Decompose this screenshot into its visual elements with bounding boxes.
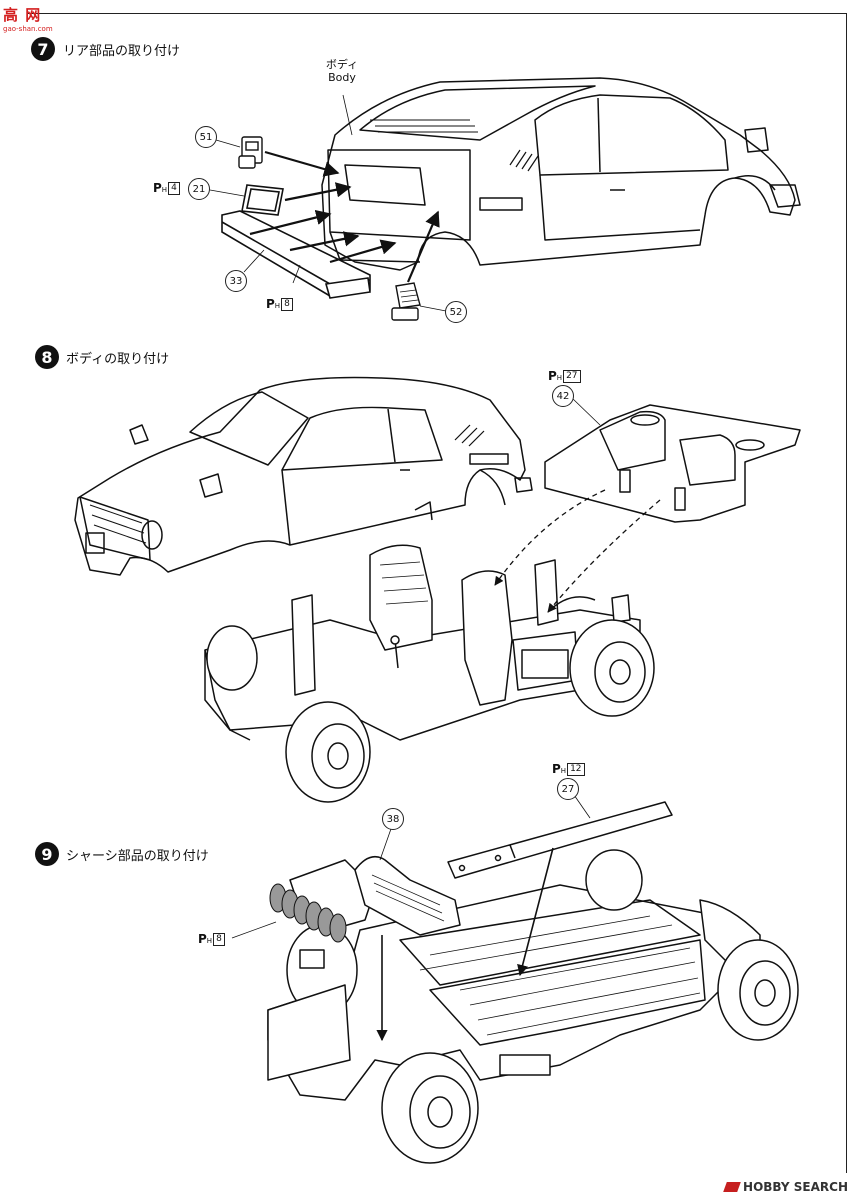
step7-arrows bbox=[249, 150, 440, 283]
brand-text: HOBBY SEARCH bbox=[743, 1180, 848, 1194]
part-number-51: 51 bbox=[195, 126, 217, 148]
step9-arrows bbox=[376, 847, 554, 1042]
step9-title: シャーシ部品の取り付け bbox=[66, 849, 209, 864]
watermark-subtext: gao-shan.com bbox=[3, 25, 53, 33]
brand-mark-icon bbox=[723, 1182, 741, 1192]
part-number-33: 33 bbox=[225, 270, 247, 292]
body-label-en: Body bbox=[328, 71, 356, 84]
part52-tail-lamp bbox=[391, 282, 421, 321]
step7-car-rear-illustration bbox=[321, 77, 801, 271]
body-label-jp: ボディ bbox=[325, 58, 359, 71]
part-number-27: 27 bbox=[557, 778, 579, 800]
step9-number-badge: 9 bbox=[35, 842, 59, 866]
watermark-text: 高 网 bbox=[3, 6, 42, 24]
step9-coil-springs bbox=[269, 883, 347, 943]
hobby-search-logo: HOBBY SEARCH bbox=[723, 1180, 848, 1194]
part21-plate bbox=[241, 184, 284, 216]
body-label: ボディ Body bbox=[318, 58, 366, 84]
site-watermark: 高 网 gao-shan.com bbox=[3, 4, 53, 33]
step8-dashed-arrows bbox=[494, 489, 661, 613]
step8-leaders bbox=[571, 397, 601, 426]
part-number-38: 38 bbox=[382, 808, 404, 830]
step8-chassis-interior bbox=[204, 544, 655, 803]
step8-body-illustration bbox=[74, 376, 533, 576]
step7-number-badge: 7 bbox=[31, 37, 55, 61]
part-number-21: 21 bbox=[188, 178, 210, 200]
right-frame-line bbox=[846, 13, 847, 1173]
part-number-52: 52 bbox=[445, 301, 467, 323]
step9-chassis-illustration bbox=[267, 849, 799, 1164]
part27-floor-bar bbox=[447, 801, 673, 879]
step7-title: リア部品の取り付け bbox=[63, 44, 181, 59]
part-number-42: 42 bbox=[552, 385, 574, 407]
step8-number-badge: 8 bbox=[35, 345, 59, 369]
step8-title: ボディの取り付け bbox=[66, 352, 170, 367]
step7-leaders bbox=[209, 94, 447, 312]
part51-lamp bbox=[238, 136, 263, 169]
top-frame-line bbox=[28, 13, 846, 14]
part42-rear-seat bbox=[544, 404, 801, 523]
